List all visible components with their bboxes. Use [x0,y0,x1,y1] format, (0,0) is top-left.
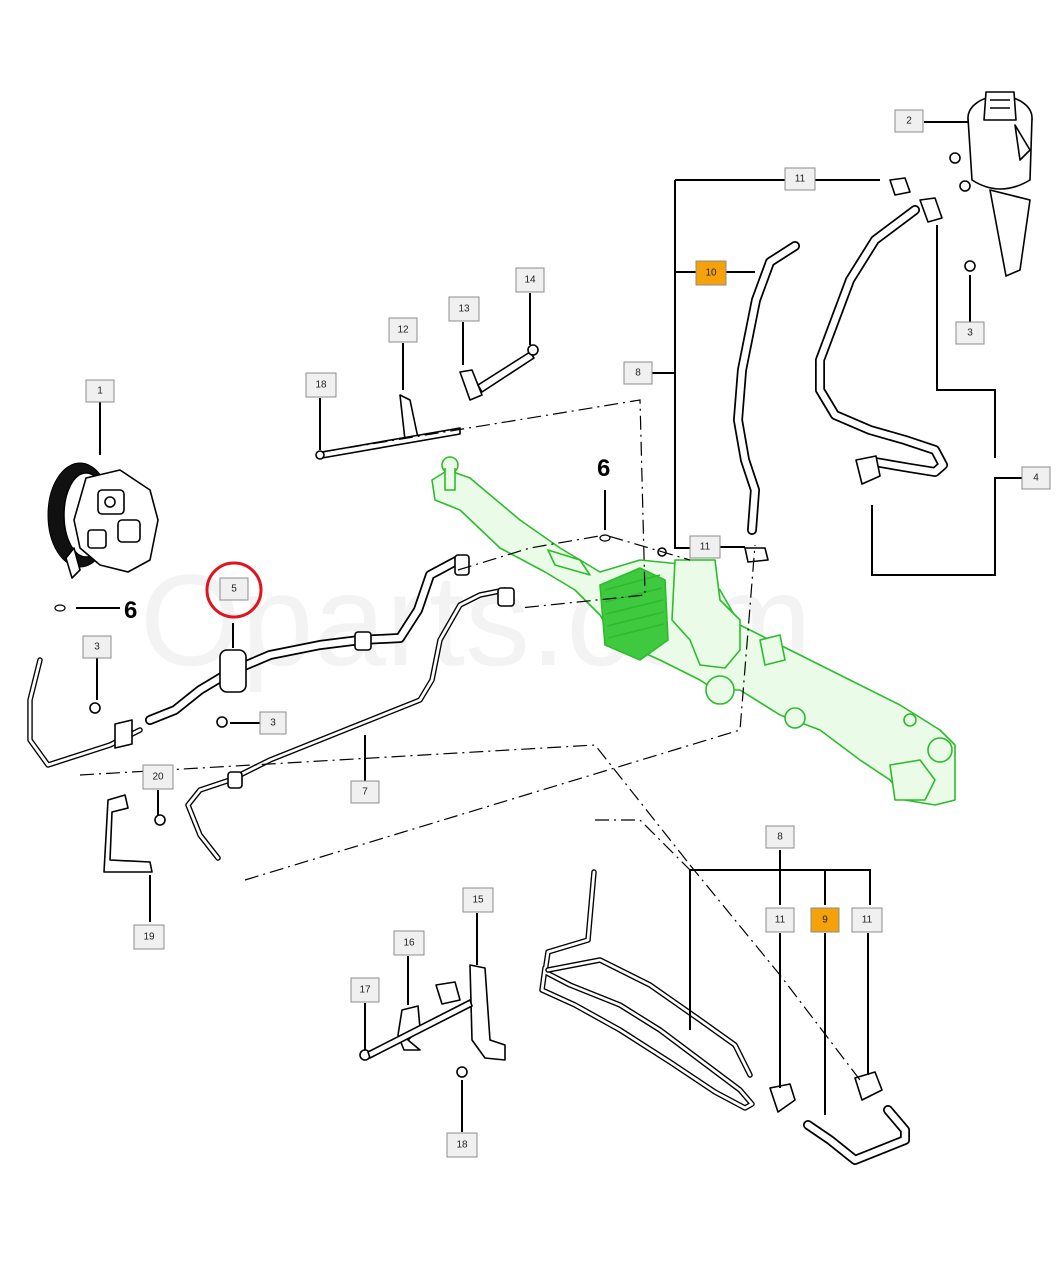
callout-15[interactable]: 15 [462,887,494,913]
leader-lines [76,121,1022,1132]
bracket-15 [469,964,506,1061]
callout-8-bottom[interactable]: 8 [765,825,795,849]
callout-label: 1 [97,386,103,397]
callout-label: 7 [362,787,368,798]
callout-label: 11 [700,542,711,553]
callout-17[interactable]: 17 [350,977,380,1003]
callout-3-right[interactable]: 3 [955,321,985,345]
view-marker-right: 6 [597,455,610,482]
callout-11-bottom-left[interactable]: 11 [765,907,795,933]
o-ring-left [54,604,66,612]
callout-10[interactable]: 10 [695,260,727,286]
callout-label: 14 [524,275,536,286]
callout-18-top[interactable]: 18 [305,372,337,398]
callout-label: 11 [775,915,786,926]
return-hose-9 [803,1105,910,1165]
return-hose-4 [815,205,948,477]
callout-label: 8 [777,832,783,843]
power-steering-pump [47,462,159,579]
bolt-14 [477,351,535,393]
pressure-line-7 [185,587,515,861]
callout-11-top[interactable]: 11 [784,167,816,191]
callout-label: 10 [705,268,717,279]
callout-label: 5 [231,584,237,595]
clip-12 [399,394,419,441]
nut-20 [154,814,166,826]
callout-20[interactable]: 20 [142,764,174,790]
callout-13[interactable]: 13 [448,296,480,322]
callout-14[interactable]: 14 [515,267,545,293]
cooler-line-8 [539,869,755,1111]
hose-damper [219,649,247,693]
clip-13 [459,369,483,401]
callout-label: 3 [967,328,973,339]
callout-label: 12 [397,325,409,336]
bolt-18-bottom [456,1066,468,1078]
callout-label: 2 [906,116,912,127]
hose-clamps [744,177,943,1113]
callout-9[interactable]: 9 [810,907,840,933]
callout-2[interactable]: 2 [894,109,924,133]
callout-label: 18 [456,1140,468,1151]
callout-label: 16 [403,938,415,949]
callout-5[interactable]: 5 [205,561,263,619]
callout-11-mid[interactable]: 11 [689,535,721,559]
pressure-hose-5 [27,554,470,768]
callout-label: 19 [143,932,155,943]
view-marker-left: 6 [124,597,137,624]
bolt-18-top [321,427,461,459]
callout-label: 9 [822,915,828,926]
callout-label: 8 [635,368,641,379]
grommet [435,981,461,1005]
callout-7[interactable]: 7 [350,780,380,804]
bolt-3-left [89,702,101,714]
callout-16[interactable]: 16 [393,930,425,956]
bracket-19 [103,794,153,873]
callout-11-bottom-right[interactable]: 11 [851,907,883,933]
callout-label: 17 [359,985,371,996]
callout-label: 11 [862,915,873,926]
callout-3-left[interactable]: 3 [82,635,112,659]
fluid-reservoir [949,91,1033,277]
callout-label: 11 [795,174,806,185]
reservoir-supply-hose-10 [733,241,800,535]
callout-12[interactable]: 12 [388,317,418,343]
o-ring-right [599,534,611,542]
callout-label: 4 [1033,473,1039,484]
bolt-3-right [964,260,976,272]
callout-4[interactable]: 4 [1021,466,1051,490]
callout-3-mid[interactable]: 3 [259,711,287,735]
callout-label: 15 [472,895,484,906]
callout-1[interactable]: 1 [85,379,115,403]
callout-19[interactable]: 19 [133,924,165,950]
callout-label: 3 [270,718,276,729]
bolt-3-mid [216,716,228,728]
callout-18-bottom[interactable]: 18 [446,1132,478,1158]
callout-label: 20 [152,772,164,783]
callout-label: 13 [458,304,470,315]
steering-rack-assembly [431,456,956,806]
callout-8-top[interactable]: 8 [623,361,653,385]
selection-ring [205,561,263,619]
callout-label: 18 [315,380,327,391]
callout-label: 3 [94,642,100,653]
